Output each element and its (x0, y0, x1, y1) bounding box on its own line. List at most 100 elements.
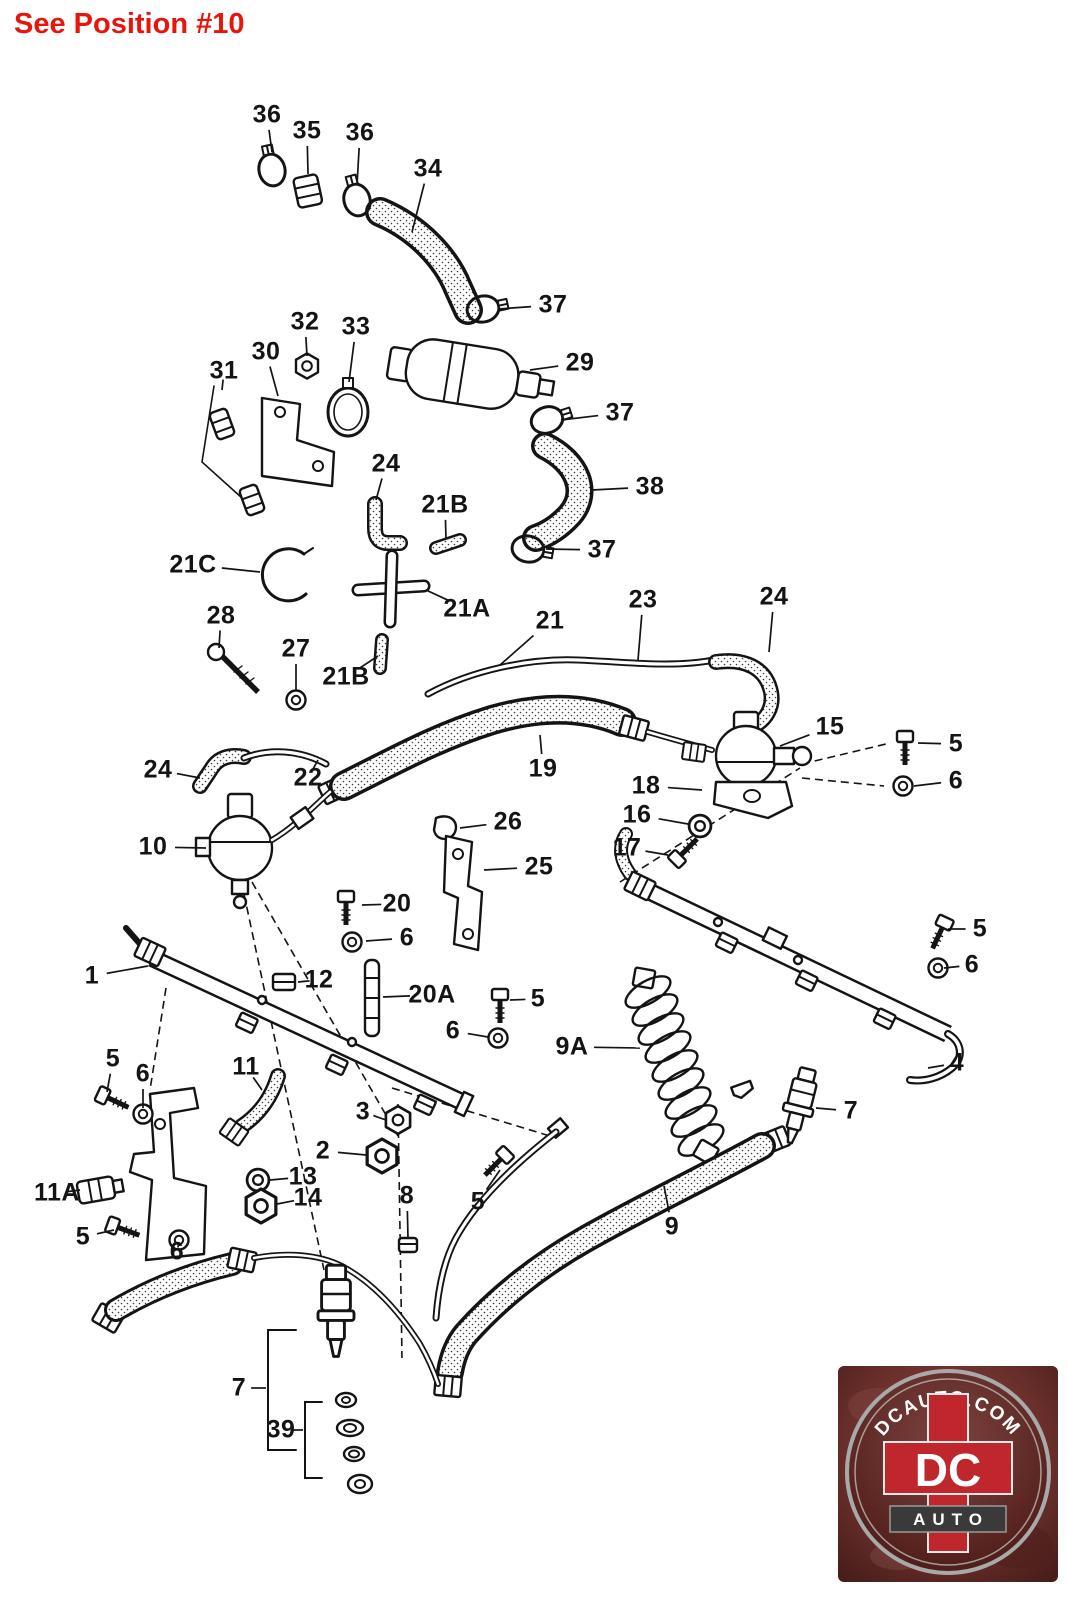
pipe-22 (240, 748, 330, 768)
bracket-30 (260, 396, 336, 488)
callout-24: 24 (371, 449, 401, 478)
hose-11-lower (90, 1246, 441, 1387)
callout-26: 26 (493, 807, 523, 836)
callout-5: 5 (530, 984, 546, 1013)
bolt-5-damper (897, 731, 913, 765)
regulator-10 (194, 789, 333, 910)
fuel-rail-4 (614, 827, 964, 1085)
washer-6-bracket-top (132, 1103, 154, 1125)
callout-27: 27 (281, 634, 311, 663)
callout-21: 21 (535, 606, 565, 635)
bolt-5-rail4 (925, 914, 954, 952)
fuel-rail-1 (123, 925, 475, 1118)
callout-39: 39 (266, 1415, 296, 1444)
callout-24: 24 (759, 582, 789, 611)
position-note: See Position #10 (14, 8, 245, 40)
washer-13 (245, 1167, 271, 1193)
nut-3 (384, 1104, 412, 1136)
callout-3: 3 (355, 1097, 371, 1126)
damper-15 (680, 710, 813, 788)
callout-36: 36 (345, 118, 375, 147)
callout-18: 18 (631, 771, 661, 800)
callout-33: 33 (341, 312, 371, 341)
callout-37: 37 (605, 398, 635, 427)
callout-11: 11 (232, 1052, 260, 1081)
washer-6-rail1 (487, 1027, 509, 1049)
callout-37: 37 (587, 535, 617, 564)
clamp-37-top (463, 289, 512, 327)
callout-28: 28 (206, 601, 236, 630)
callout-23: 23 (628, 585, 658, 614)
clip-8 (397, 1236, 419, 1254)
clip-7 (730, 1079, 754, 1100)
nut-32 (294, 352, 320, 380)
logo-sub-text: AUTO (913, 1510, 989, 1529)
clamp-37-mid (526, 398, 577, 439)
cross-fitting-21a (351, 549, 431, 629)
callout-17: 17 (612, 833, 642, 862)
hose-34 (365, 197, 483, 325)
fitting-11a (75, 1175, 125, 1205)
callout-15: 15 (815, 712, 845, 741)
seal-stack-39 (334, 1391, 374, 1495)
callout-38: 38 (635, 472, 665, 501)
callout-32: 32 (290, 307, 320, 336)
callout-6: 6 (964, 950, 980, 979)
callout-14: 14 (293, 1183, 323, 1212)
callout-36: 36 (252, 100, 282, 129)
callout-30: 30 (251, 337, 281, 366)
label-brackets (267, 1329, 323, 1479)
nut-2 (365, 1137, 399, 1175)
bolt-20 (338, 891, 354, 925)
hose-21b-upper (429, 533, 467, 555)
callout-22: 22 (293, 763, 323, 792)
callout-29: 29 (565, 348, 595, 377)
bolt-17 (667, 833, 702, 868)
callout-16: 16 (622, 800, 652, 829)
bolt-5-rail1 (492, 989, 508, 1023)
callout-5: 5 (948, 729, 964, 758)
callout-20: 20 (382, 889, 412, 918)
pipe-8 (432, 1117, 570, 1322)
hose-11 (218, 1068, 286, 1148)
callout-21a: 21A (443, 594, 491, 623)
callout-1: 1 (84, 961, 100, 990)
hose-21b-lower (373, 633, 389, 675)
callout-7: 7 (843, 1096, 859, 1125)
callout-5: 5 (105, 1044, 121, 1073)
rubber-mounts-31 (201, 385, 266, 517)
spacer-20a (363, 958, 381, 1038)
callout-11a: 11A (34, 1178, 80, 1207)
washer-27 (285, 689, 307, 711)
callout-34: 34 (413, 154, 443, 183)
callout-35: 35 (292, 116, 322, 145)
callout-6: 6 (445, 1016, 461, 1045)
callout-19: 19 (528, 754, 558, 783)
callout-25: 25 (524, 852, 554, 881)
logo-auto-band (889, 1505, 1007, 1533)
bolt-5-bracket-bottom (105, 1216, 142, 1243)
callout-21c: 21C (169, 550, 217, 579)
callout-21b: 21B (421, 490, 469, 519)
callout-24: 24 (143, 755, 173, 784)
callout-20a: 20A (408, 980, 456, 1009)
callout-6: 6 (399, 923, 415, 952)
injector-7-bottom (316, 1263, 356, 1358)
washer-6-rail4 (927, 957, 949, 979)
coil-hose-9a (624, 966, 725, 1166)
callout-4: 4 (949, 1048, 965, 1077)
bracket-25 (442, 834, 484, 952)
callout-9: 9 (664, 1212, 680, 1241)
nut-14 (244, 1187, 278, 1225)
hose-24-top (367, 496, 408, 551)
clip-26 (432, 815, 458, 841)
logo-brand-text: DC (915, 1444, 981, 1496)
callout-8: 8 (399, 1181, 415, 1210)
callout-31: 31 (209, 356, 239, 385)
clip-12 (271, 972, 297, 992)
screw-28 (206, 642, 260, 694)
callout-6: 6 (169, 1237, 185, 1266)
